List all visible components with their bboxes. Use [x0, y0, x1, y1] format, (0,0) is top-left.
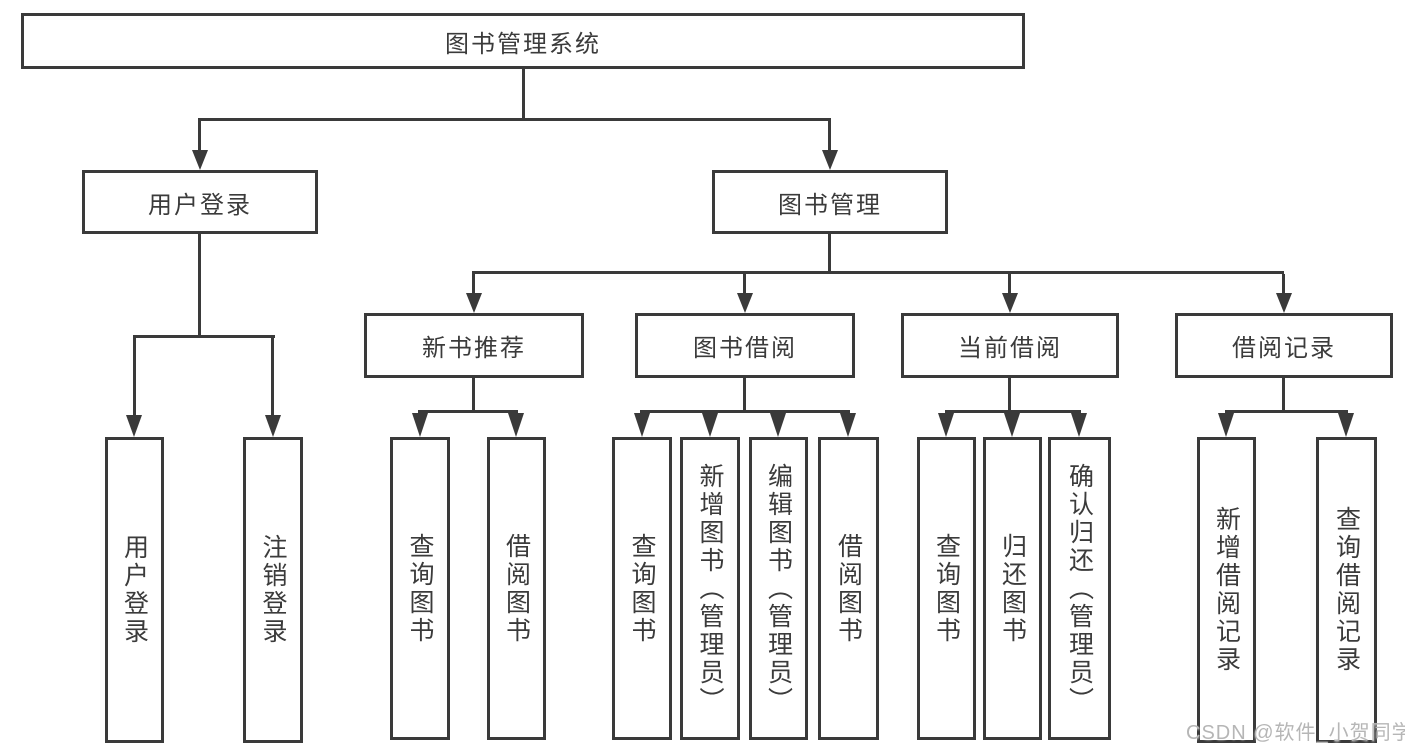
- connector-new-book-down: [472, 378, 475, 410]
- arrowhead-icon: [1071, 413, 1087, 437]
- connector-book-mgmt-stem: [828, 121, 831, 150]
- node-bb-query-books-label: 查询图书: [628, 532, 656, 645]
- node-borrowing-records: 借阅记录: [1175, 313, 1393, 378]
- connector-book-borrow-stem: [743, 274, 746, 293]
- node-cb-query-books: 查询图书: [917, 437, 976, 740]
- node-bb-edit-books-admin: 编辑图书（管理员）: [749, 437, 808, 740]
- arrowhead-icon: [192, 150, 208, 170]
- node-br-query-record: 查询借阅记录: [1316, 437, 1377, 743]
- node-br-query-record-label: 查询借阅记录: [1332, 506, 1361, 674]
- node-logout: 注销登录: [243, 437, 303, 743]
- node-bb-add-books-admin-label: 新增图书（管理员）: [696, 462, 724, 715]
- node-cb-confirm-return-admin: 确认归还（管理员）: [1048, 437, 1111, 740]
- node-bb-add-books-admin: 新增图书（管理员）: [680, 437, 740, 740]
- connector-book-mgmt-hline: [472, 271, 1284, 274]
- node-book-management-label: 图书管理: [778, 191, 882, 219]
- node-cb-return-books-label: 归还图书: [998, 532, 1027, 645]
- node-user-login-branch-label: 用户登录: [148, 191, 252, 219]
- node-current-borrowing-label: 当前借阅: [958, 335, 1062, 362]
- node-borrowing-records-label: 借阅记录: [1232, 335, 1336, 362]
- arrowhead-icon: [822, 150, 838, 170]
- connector-borrow-records-stem: [1282, 274, 1285, 293]
- connector-root-stem: [522, 69, 525, 118]
- node-new-book-recommend: 新书推荐: [364, 313, 584, 378]
- node-current-borrowing: 当前借阅: [901, 313, 1119, 378]
- arrowhead-icon: [466, 293, 482, 313]
- node-book-borrowing: 图书借阅: [635, 313, 855, 378]
- connector-user-login-hline: [133, 335, 275, 338]
- node-bb-borrow-books-label: 借阅图书: [834, 532, 863, 645]
- node-root-label: 图书管理系统: [445, 30, 601, 58]
- csdn-watermark: CSDN @软件_小贺同学: [1186, 722, 1405, 744]
- connector-book-mgmt-down: [828, 234, 831, 271]
- arrowhead-icon: [126, 415, 142, 437]
- connector-login-stem: [133, 338, 136, 415]
- connector-borrow-records-down: [1282, 378, 1285, 410]
- arrowhead-icon: [737, 293, 753, 313]
- connector-new-book-stem: [472, 274, 475, 293]
- arrowhead-icon: [840, 413, 856, 437]
- node-br-add-record: 新增借阅记录: [1197, 437, 1256, 743]
- node-new-book-recommend-label: 新书推荐: [422, 335, 526, 362]
- node-nbr-query-books-label: 查询图书: [406, 532, 434, 645]
- arrowhead-icon: [1002, 293, 1018, 313]
- arrowhead-icon: [770, 413, 786, 437]
- arrowhead-icon: [1338, 413, 1354, 437]
- node-bb-borrow-books: 借阅图书: [818, 437, 879, 740]
- connector-user-login-down: [198, 234, 201, 336]
- arrowhead-icon: [508, 413, 524, 437]
- node-nbr-query-books: 查询图书: [390, 437, 450, 740]
- node-user-login-branch: 用户登录: [82, 170, 318, 234]
- node-cb-query-books-label: 查询图书: [932, 532, 961, 645]
- arrowhead-icon: [1276, 293, 1292, 313]
- node-bb-query-books: 查询图书: [612, 437, 672, 740]
- connector-logout-stem: [271, 338, 274, 415]
- node-logout-label: 注销登录: [259, 534, 287, 646]
- node-user-login-leaf: 用户登录: [105, 437, 164, 743]
- connector-current-borrow-down: [1008, 378, 1011, 410]
- connector-current-borrow-stem: [1008, 274, 1011, 293]
- node-root: 图书管理系统: [21, 13, 1025, 69]
- node-user-login-leaf-label: 用户登录: [120, 534, 149, 646]
- node-cb-confirm-return-admin-label: 确认归还（管理员）: [1065, 462, 1094, 715]
- node-book-management: 图书管理: [712, 170, 948, 234]
- arrowhead-icon: [1218, 413, 1234, 437]
- node-nbr-borrow-books: 借阅图书: [487, 437, 546, 740]
- connector-borrow-records-hline: [1225, 410, 1348, 413]
- arrowhead-icon: [938, 413, 954, 437]
- node-book-borrowing-label: 图书借阅: [693, 335, 797, 362]
- arrowhead-icon: [265, 415, 281, 437]
- arrowhead-icon: [702, 413, 718, 437]
- arrowhead-icon: [412, 413, 428, 437]
- node-bb-edit-books-admin-label: 编辑图书（管理员）: [764, 462, 793, 715]
- connector-book-borrow-hline: [640, 410, 850, 413]
- connector-user-login-stem: [198, 121, 201, 150]
- connector-new-book-hline: [418, 410, 518, 413]
- arrowhead-icon: [634, 413, 650, 437]
- node-br-add-record-label: 新增借阅记录: [1212, 506, 1241, 674]
- connector-current-borrow-hline: [945, 410, 1081, 413]
- connector-root-hline: [198, 118, 831, 121]
- node-cb-return-books: 归还图书: [983, 437, 1042, 740]
- node-nbr-borrow-books-label: 借阅图书: [502, 532, 531, 645]
- arrowhead-icon: [1004, 413, 1020, 437]
- connector-book-borrow-down: [743, 378, 746, 410]
